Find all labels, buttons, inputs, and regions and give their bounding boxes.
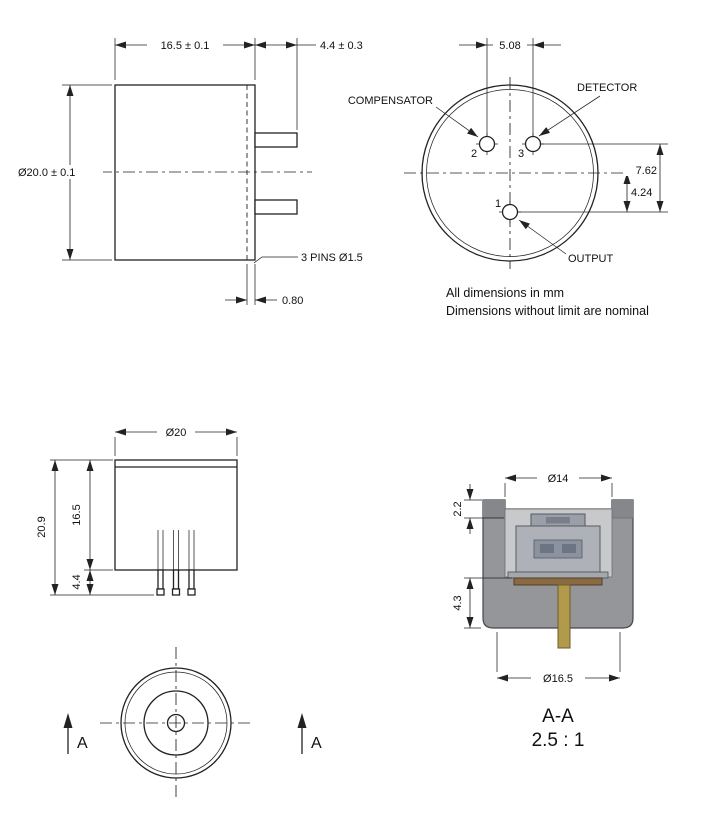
- pin-number-2: 2: [471, 148, 477, 160]
- detector-callout: DETECTOR: [538, 82, 637, 137]
- cap-circle: [143, 690, 209, 756]
- notes: All dimensions in mm Dimensions without …: [446, 286, 649, 318]
- dimension-front-diameter: Ø20: [114, 426, 238, 456]
- can-body-outline: [114, 84, 256, 261]
- row-dim-text: 7.62: [636, 165, 657, 177]
- detector-label: DETECTOR: [577, 82, 637, 94]
- pin-length-dim-text: 4.4 ± 0.3: [320, 40, 363, 52]
- dimension-wall: 0.80: [225, 264, 303, 307]
- pin-number-3: 3: [518, 148, 524, 160]
- section-scale: 2.5 : 1: [532, 730, 585, 751]
- inner-dim-text: Ø16.5: [543, 673, 573, 685]
- dimension-window: Ø14: [504, 472, 613, 497]
- diameter-dim-text: Ø20.0 ± 0.1: [18, 167, 75, 179]
- section-arrow-left: A: [63, 713, 88, 754]
- base-dim-text: 4.3: [452, 595, 464, 610]
- dimension-rows: 7.62 4.24: [518, 143, 668, 213]
- output-label: OUTPUT: [568, 253, 614, 265]
- cap-dim-text: 2.2: [452, 501, 464, 516]
- compensator-label: COMPENSATOR: [348, 95, 433, 107]
- pins-label-text: 3 PINS Ø1.5: [301, 252, 363, 264]
- dimension-pin-spacing: 5.08: [459, 38, 561, 136]
- dimension-front-heights: 16.5 4.4 20.9: [36, 459, 154, 596]
- body-height-text: 16.5: [71, 504, 83, 525]
- overall-height-text: 20.9: [36, 516, 48, 537]
- dimension-base: 4.3: [452, 577, 512, 629]
- gold-pin: [557, 584, 571, 649]
- section-letter-right: A: [311, 735, 322, 752]
- element-core-right: [562, 544, 576, 553]
- element-core-left: [540, 544, 554, 553]
- pin-2: [476, 133, 498, 155]
- front-body-outline: [114, 459, 238, 571]
- section-arrow-right: A: [297, 713, 322, 754]
- note-line-1: All dimensions in mm: [446, 286, 564, 300]
- pin-spacing-dim-text: 5.08: [499, 40, 520, 52]
- offset-dim-text: 4.24: [631, 187, 652, 199]
- pin-tab-bottom: [254, 199, 298, 215]
- dimension-pin-length: 4.4 ± 0.3: [255, 38, 363, 130]
- note-line-2: Dimensions without limit are nominal: [446, 304, 649, 318]
- dimension-cap: 2.2: [452, 484, 504, 534]
- pins-callout: 3 PINS Ø1.5: [253, 252, 363, 264]
- pcb: [513, 577, 603, 586]
- outer-circle: [120, 667, 232, 779]
- dimension-inner: Ø16.5: [496, 632, 621, 685]
- pin-1: [499, 201, 521, 223]
- dimension-diameter: Ø20.0 ± 0.1: [15, 84, 112, 261]
- pin-3: [522, 133, 544, 155]
- flange-right: [611, 500, 633, 518]
- housing-section: [482, 499, 634, 649]
- can-flange: [507, 571, 609, 579]
- pin-number-1: 1: [495, 198, 501, 210]
- can-window: [546, 517, 570, 524]
- center-boss-circle: [166, 713, 186, 733]
- section-title: A-A: [542, 706, 574, 727]
- section-view: Ø14 2.2: [452, 472, 634, 751]
- inner-pin-lines: [157, 530, 195, 570]
- side-view: 16.5 ± 0.1 4.4 ± 0.3 Ø20.0 ± 0.1 3 PINS …: [15, 38, 363, 307]
- top-view: A A: [63, 647, 322, 799]
- pin-height-text: 4.4: [71, 574, 83, 589]
- front-pins: [156, 569, 196, 596]
- pin-tab-top: [254, 132, 298, 148]
- pin-view: 5.08 7.62 4.24 COMPENSATOR DETECTOR OUTP…: [348, 38, 668, 269]
- front-view: Ø20 16.5 4.4 20.9: [36, 426, 238, 596]
- width-dim-text: 16.5 ± 0.1: [161, 40, 210, 52]
- second-circle: [124, 671, 228, 775]
- flange-left: [483, 500, 505, 518]
- front-diameter-text: Ø20: [166, 427, 187, 439]
- window-dim-text: Ø14: [548, 473, 569, 485]
- output-callout: OUTPUT: [518, 219, 614, 265]
- section-letter-left: A: [77, 735, 88, 752]
- dimension-width: 16.5 ± 0.1: [114, 38, 256, 80]
- wall-dim-text: 0.80: [282, 295, 303, 307]
- compensator-callout: COMPENSATOR: [348, 95, 479, 138]
